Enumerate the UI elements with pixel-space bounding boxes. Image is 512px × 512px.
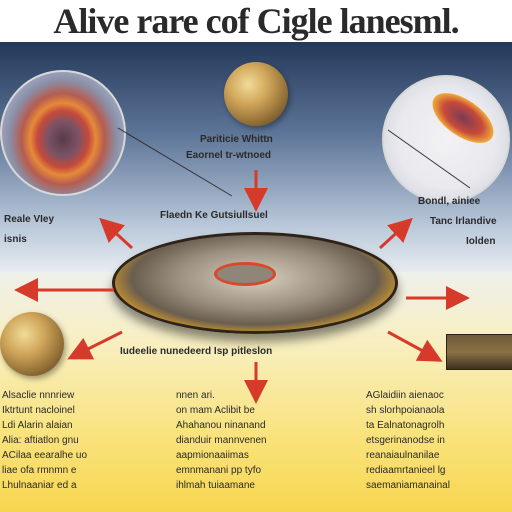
left-paragraph-line: Lhulnaaniar ed a bbox=[2, 480, 77, 491]
center-paragraph: nnen ari. on mam Aclibit be Ahahanou nin… bbox=[176, 388, 346, 493]
left-sphere-illustration bbox=[0, 312, 64, 376]
disk-bottom-label: Iudeelie nunedeerd Isp pitleslon bbox=[120, 346, 273, 357]
top-sphere-illustration bbox=[224, 62, 288, 126]
left-paragraph-line: Iktrtunt nacloinel bbox=[2, 405, 75, 416]
right-circle-label-1: Bondl, ainiee bbox=[418, 196, 481, 207]
center-paragraph-line: dianduir mannvenen bbox=[176, 435, 267, 446]
right-paragraph: AGlaidiin aienaoc sh slorhpoianaola ta E… bbox=[366, 388, 510, 493]
left-paragraph-line: Alsaclie nnnriew bbox=[2, 390, 75, 401]
right-paragraph-line: etsgerinanodse in bbox=[366, 435, 445, 446]
left-paragraph-line: Ldi Alarin alaian bbox=[2, 420, 73, 431]
left-paragraph-line: Alia: aftiatlon gnu bbox=[2, 435, 79, 446]
center-paragraph-line: on mam Aclibit be bbox=[176, 405, 255, 416]
right-circle-label-3: Iolden bbox=[466, 236, 496, 247]
infographic-title: Alive rare cof Cigle lanesml. bbox=[0, 0, 512, 42]
right-paragraph-line: sh slorhpoianaola bbox=[366, 405, 445, 416]
center-paragraph-line: emnmanani pp tyfo bbox=[176, 465, 262, 476]
left-paragraph-line: ACilaa eearalhe uo bbox=[2, 450, 88, 461]
center-paragraph-line: Ahahanou ninanand bbox=[176, 420, 266, 431]
right-paragraph-line: rediaamrtanieel lg bbox=[366, 465, 446, 476]
left-circle-label-2: isnis bbox=[4, 234, 27, 245]
center-paragraph-line: aapmionaaiimas bbox=[176, 450, 249, 461]
center-paragraph-line: nnen ari. bbox=[176, 390, 215, 401]
right-paragraph-line: AGlaidiin aienaoc bbox=[366, 390, 444, 401]
right-paragraph-line: saemaniamanainal bbox=[366, 480, 450, 491]
top-center-label-2: Eaornel tr-wtnoed bbox=[186, 150, 272, 161]
disk-top-label: Flaedn Ke Gutsiullsuel bbox=[160, 210, 268, 221]
left-paragraph-line: liae ofa rmnmn e bbox=[2, 465, 77, 476]
right-sample-block bbox=[446, 334, 512, 370]
left-detail-circle bbox=[0, 70, 126, 196]
right-paragraph-line: reanaiaulnanilae bbox=[366, 450, 440, 461]
right-circle-label-2: Tanc lrlandive bbox=[430, 216, 497, 227]
left-circle-label-1: Reale VIey bbox=[4, 214, 55, 225]
center-paragraph-line: ihlmah tuiaamane bbox=[176, 480, 255, 491]
right-paragraph-line: ta Ealnatonagrolh bbox=[366, 420, 445, 431]
left-paragraph: Alsaclie nnnriew Iktrtunt nacloinel Ldi … bbox=[2, 388, 152, 493]
top-center-label-1: Pariticie Whittn bbox=[200, 134, 273, 145]
disk-core-ring bbox=[214, 262, 276, 286]
